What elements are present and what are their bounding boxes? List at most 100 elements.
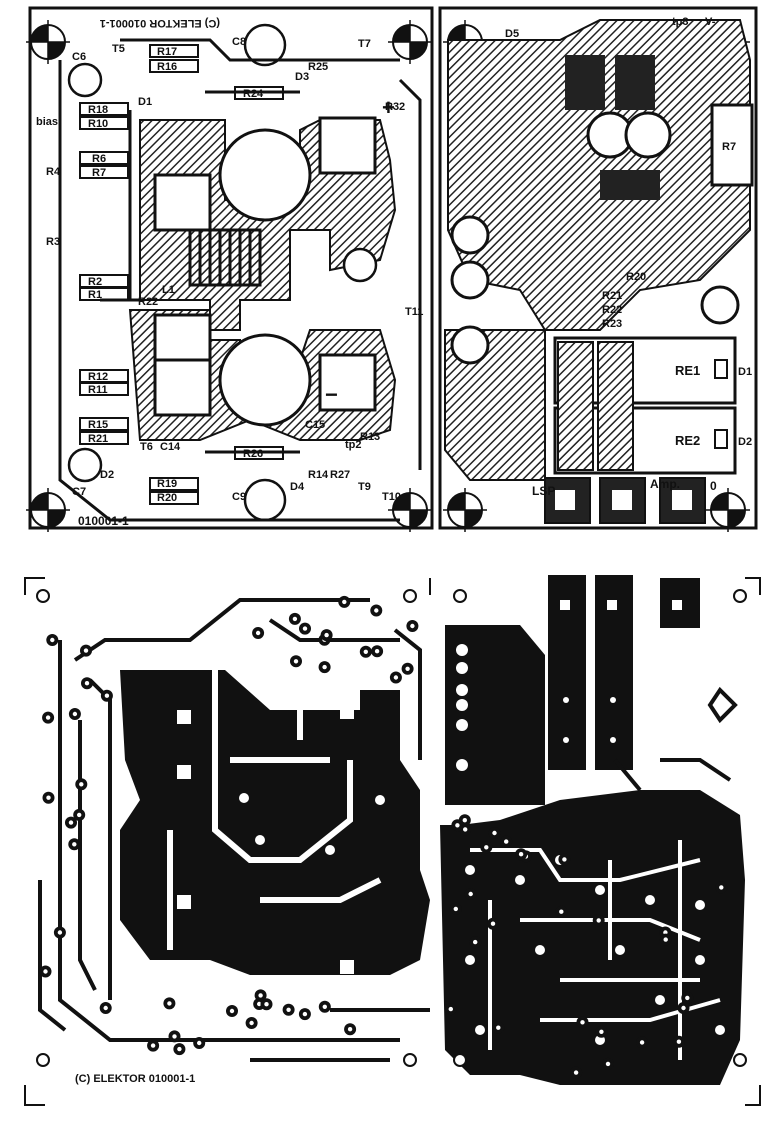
solder-pad-hole [257, 1001, 262, 1007]
label-amp: Amp. [650, 477, 680, 491]
solder-pad-hole [72, 711, 78, 717]
label-r32: R32 [385, 101, 405, 113]
registration-mark [388, 20, 432, 64]
label-lsp: LSP [532, 484, 555, 498]
solder-pad-hole [302, 1011, 308, 1017]
power-transistor-3 [153, 358, 212, 417]
label-r24: R24 [243, 88, 264, 100]
resistor-body [79, 102, 129, 116]
pour-isolation [167, 670, 382, 950]
solder-pad-hole [286, 1007, 291, 1012]
pour-pads [177, 705, 385, 974]
solder-pad-hole [249, 1020, 254, 1026]
capacitor-c8 [243, 23, 287, 67]
left-board-outline [28, 6, 434, 530]
resistor-body [79, 151, 129, 165]
resistor-body [79, 116, 129, 130]
ic-2 [615, 55, 655, 110]
resistor-body [79, 417, 129, 431]
label-t10: T10 [382, 491, 401, 503]
solder-pad-hole [484, 845, 489, 850]
copyright-bottom: (C) ELEKTOR 010001-1 [75, 1073, 195, 1085]
label-r3: R3 [46, 236, 60, 248]
solder-pad-hole [663, 937, 668, 942]
solder-pad-hole [84, 681, 90, 686]
solder-pad-hole [676, 1039, 682, 1044]
solder-pad-hole [573, 1070, 579, 1075]
solder-pad-hole [103, 1005, 108, 1011]
solder-pad-hole [57, 930, 63, 935]
label-r4: R4 [46, 166, 61, 178]
label-tp2: tp2 [345, 439, 362, 451]
label-v-minus: V- [705, 16, 716, 28]
mounting-holes [36, 589, 747, 1067]
solder-pad-hole [518, 852, 524, 857]
label-tp3: tp3 [672, 16, 689, 28]
polarity-plus: + [382, 95, 395, 120]
component-pads [39, 595, 728, 1079]
capacitor-c7 [67, 447, 103, 483]
copper-layout-board: (C) ELEKTOR 010001-1 [24, 575, 761, 1106]
registration-mark [443, 488, 487, 532]
solder-pad-hole [490, 921, 496, 926]
registration-mark [26, 488, 70, 532]
power-transistor-5 [318, 353, 377, 412]
solder-pad-hole [374, 649, 380, 654]
label-t6: T6 [140, 441, 153, 453]
label-re1: RE1 [675, 363, 700, 378]
capacitor-upper [218, 128, 312, 222]
label-d5: D5 [505, 28, 519, 40]
solder-pad-hole [410, 623, 415, 629]
solder-pad-hole [264, 1002, 269, 1007]
solder-pad-hole [504, 839, 509, 844]
crop-marks [24, 577, 761, 1106]
label-d3: D3 [295, 71, 309, 83]
label-t11: T11 [405, 306, 423, 318]
label-r21-right: R21 [602, 290, 622, 302]
traces-left [58, 38, 422, 522]
relay-coil-symbols [714, 359, 728, 449]
label-d1-right: D1 [738, 366, 752, 378]
transistor-round [342, 247, 378, 283]
power-transistor-1 [153, 173, 212, 232]
right-component-board: D5 R7 R20 R21 R22 R23 RE1 RE2 D1 D2 LSP … [444, 16, 754, 524]
solder-pad-hole [405, 666, 410, 671]
solder-pad-hole [596, 918, 601, 923]
capacitor-c6 [67, 62, 103, 98]
copyright-top-mirrored: (C) ELEKTOR 010001-1 [100, 17, 220, 29]
solder-pad-hole [45, 715, 51, 720]
solder-pad-hole [453, 906, 458, 912]
resistor-body [149, 491, 199, 505]
pad-zone [444, 329, 546, 481]
label-c15: C15 [305, 419, 325, 431]
label-c14: C14 [160, 441, 181, 453]
solder-pad-hole [639, 1040, 645, 1045]
label-r7: R7 [92, 167, 106, 179]
ic-3 [600, 170, 660, 200]
relay-contact-strip-2 [597, 341, 634, 471]
inductor-l1 [188, 228, 262, 287]
label-r1: R1 [88, 289, 102, 301]
left-copper-pour [120, 670, 430, 975]
capacitor-lower [218, 333, 312, 427]
label-d1: D1 [138, 96, 152, 108]
resistor-body [149, 477, 199, 491]
capacitor-right-3 [450, 325, 490, 365]
solder-pad-hole [347, 1027, 353, 1032]
misc-traces-right [613, 686, 738, 792]
solder-pad-hole [342, 599, 347, 605]
label-d2-right: D2 [738, 436, 752, 448]
solder-pad-hole [255, 630, 261, 636]
capacitor-c9 [243, 478, 287, 522]
label-r22-right: R22 [602, 304, 622, 316]
resistor-body [79, 165, 129, 179]
solder-pad-hole [293, 659, 299, 664]
right-lower-pour [440, 790, 745, 1085]
label-r14: R14 [308, 469, 329, 481]
label-r19: R19 [157, 478, 177, 490]
solder-pad-hole [150, 1043, 156, 1048]
label-r27: R27 [330, 469, 350, 481]
solder-pad-hole [43, 969, 48, 974]
solder-pad-hole [663, 930, 668, 935]
